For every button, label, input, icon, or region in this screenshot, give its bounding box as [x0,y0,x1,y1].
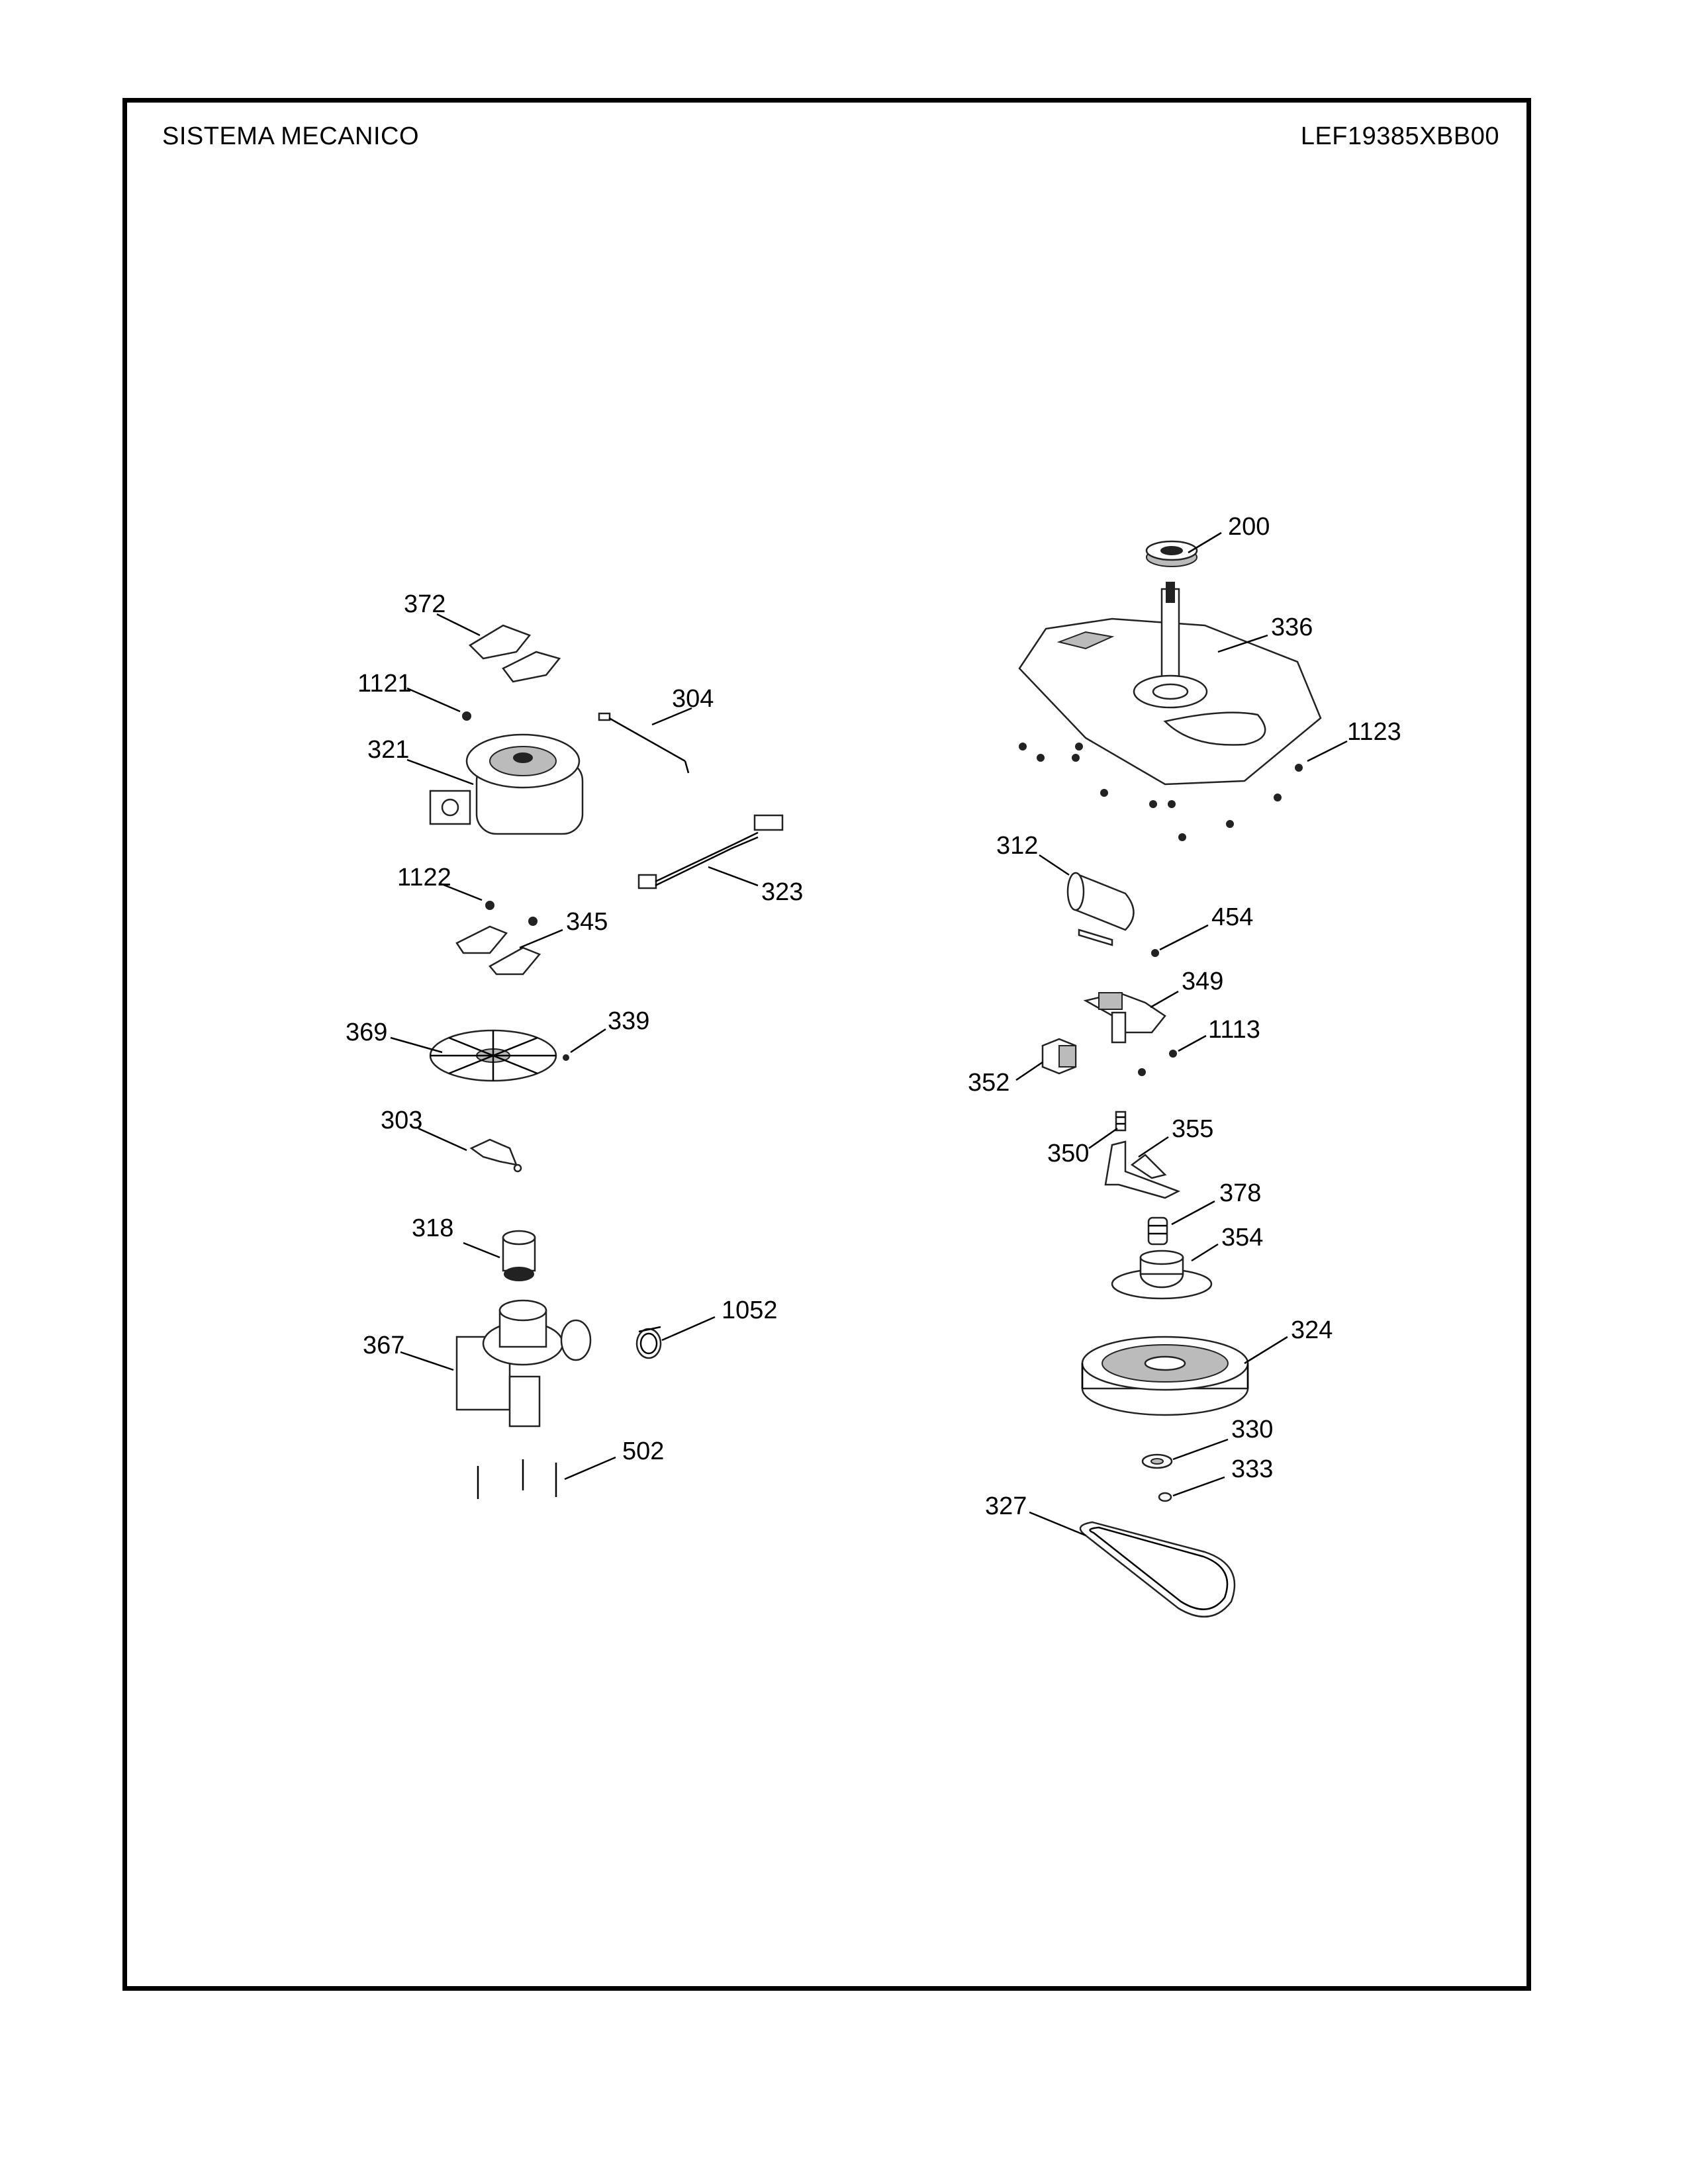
callout-1113: 1113 [1208,1016,1260,1044]
diagram-frame [122,98,1531,1991]
callout-336: 336 [1271,614,1313,641]
callout-378: 378 [1219,1179,1261,1207]
part-1052-clamp [635,1326,662,1359]
diagram-title: SISTEMA MECANICO [162,122,420,150]
callout-367: 367 [363,1332,404,1359]
part-1122-screw [485,901,494,910]
callout-349: 349 [1182,968,1223,995]
part-454-screw [1151,949,1159,957]
callout-350: 350 [1047,1140,1089,1167]
callout-321: 321 [367,736,409,764]
callout-324: 324 [1291,1316,1333,1344]
callout-355: 355 [1172,1115,1213,1143]
part-1113-screw-b [1138,1068,1146,1076]
part-378-spring [1147,1216,1168,1246]
part-349-bracket [1083,991,1166,1044]
part-372-covers [468,624,561,683]
callout-454: 454 [1211,903,1253,931]
callout-200: 200 [1228,513,1270,541]
part-330-washer [1141,1453,1173,1469]
part-303-clip [469,1138,522,1173]
callout-339: 339 [608,1007,649,1035]
part-324-pulley [1081,1336,1249,1416]
part-1121-screw [462,711,471,721]
leader-lines [390,531,1348,1537]
part-1113-screw [1169,1050,1177,1058]
callout-330: 330 [1231,1416,1273,1443]
part-318-filter [502,1230,536,1281]
callout-352: 352 [968,1069,1009,1097]
part-333-ring [1158,1492,1172,1502]
part-321-motor [429,733,584,835]
callout-1121: 1121 [357,670,412,698]
part-327-belt [1079,1521,1236,1618]
callout-369: 369 [346,1019,387,1046]
callout-372: 372 [404,590,445,618]
callout-323: 323 [761,878,803,906]
callout-318: 318 [412,1214,453,1242]
callout-304: 304 [672,685,714,713]
callout-303: 303 [381,1107,422,1134]
callout-312: 312 [996,832,1038,860]
part-350-spring [1115,1111,1127,1132]
callout-1052: 1052 [722,1297,778,1324]
part-304-wire [598,712,690,774]
callout-333: 333 [1231,1455,1273,1483]
part-355-shifter [1104,1140,1181,1199]
part-345-brackets [455,925,541,976]
part-323-harness [637,814,784,889]
part-367-pump [455,1299,592,1428]
part-336-housing-plate [1018,582,1322,786]
part-1123-screws [1019,743,1303,841]
part-312-capacitor [1066,872,1135,946]
part-339-screw [563,1054,569,1061]
part-354-clutch [1111,1250,1213,1300]
callout-labels: 200 336 1123 372 1121 304 321 323 1122 3… [346,513,1401,1520]
callout-327: 327 [985,1492,1027,1520]
part-369-fan [429,1029,557,1082]
model-number: LEF19385XBB00 [1300,122,1499,150]
callout-502: 502 [622,1437,664,1465]
part-1122-screw-b [528,917,538,926]
part-502-screws [477,1459,557,1499]
callout-1123: 1123 [1347,718,1401,746]
callout-1122: 1122 [397,864,451,891]
callout-354: 354 [1221,1224,1263,1251]
part-352-switch [1041,1038,1077,1075]
part-200-seal [1145,540,1198,567]
callout-345: 345 [566,908,608,936]
